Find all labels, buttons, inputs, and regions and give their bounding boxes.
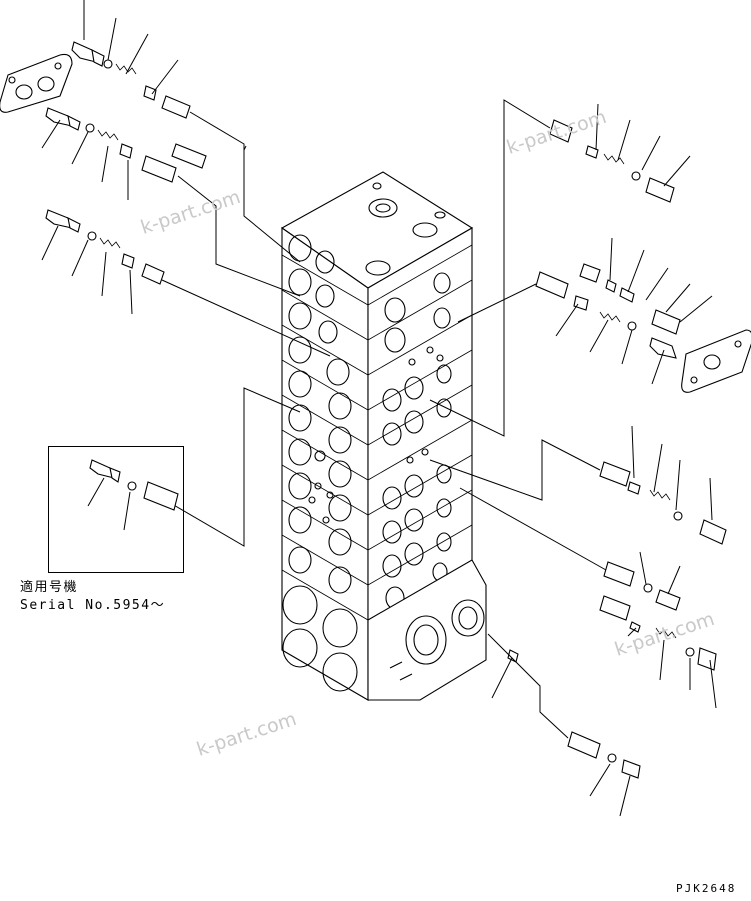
valve-body [280, 171, 487, 701]
inset-note-serial-number: Serial No.5954～ [20, 598, 166, 613]
left-reference-lines [41, 0, 331, 547]
inset-note-applicable-serial-jp: 適用号機 [20, 580, 79, 595]
right-parts [507, 119, 751, 779]
right-reference-lines [429, 99, 717, 817]
left-upper-parts [0, 41, 207, 285]
drawing-code: PJK2648 [676, 882, 737, 895]
inset-parts [87, 459, 179, 531]
inset-frame [48, 446, 184, 573]
misc-marks [243, 145, 247, 151]
